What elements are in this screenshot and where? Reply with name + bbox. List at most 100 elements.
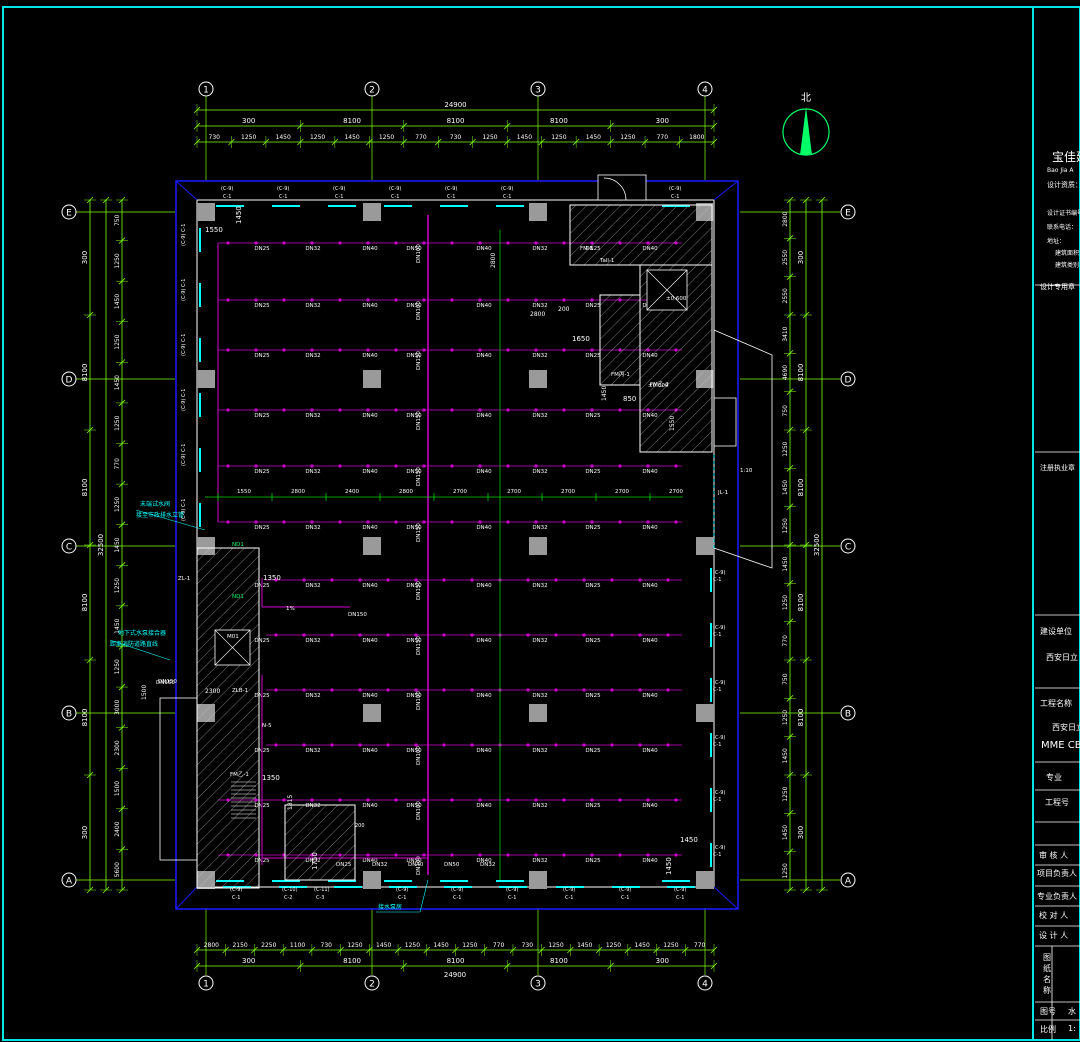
- sprinkler-head: [366, 348, 370, 352]
- room-hatch: [569, 204, 713, 266]
- axis-bubble: [840, 204, 856, 220]
- column: [696, 537, 714, 555]
- dimension-label: 730: [450, 134, 462, 141]
- column: [696, 704, 714, 722]
- sprinkler-head: [666, 743, 670, 747]
- dimension-label: 730: [209, 134, 221, 141]
- sprinkler-head: [422, 464, 426, 468]
- dimension-label: 5600: [114, 862, 121, 877]
- axis-label: 1: [203, 980, 209, 990]
- sprinkler-head: [534, 408, 538, 412]
- tb-approve: 审 核 人: [1039, 851, 1069, 860]
- pipe-size-label: DN150: [348, 612, 367, 618]
- sprinkler-head: [590, 348, 594, 352]
- column: [363, 537, 381, 555]
- column: [696, 871, 714, 889]
- pipe-size-label: DN32: [532, 353, 547, 359]
- tb-row4: 建筑面积: [1055, 250, 1080, 257]
- sprinkler-head: [526, 688, 530, 692]
- annotation-text: 2800: [490, 253, 497, 268]
- dimension-label: 1250: [663, 942, 678, 949]
- sprinkler-head: [478, 464, 482, 468]
- dimension-label: 2800: [782, 211, 789, 226]
- dimension-label: 1100: [290, 942, 305, 949]
- annotation-text: (C-9): [445, 186, 457, 192]
- annotation-text: 1550: [669, 416, 676, 431]
- pipe-size-label: DN40: [362, 469, 378, 475]
- column: [529, 704, 547, 722]
- dimension-label: 1450: [586, 134, 601, 141]
- dimension-label: 1450: [782, 825, 789, 840]
- column: [197, 370, 215, 388]
- sprinkler-head: [282, 298, 286, 302]
- sprinkler-head: [414, 633, 418, 637]
- green-dim-label: 2700: [615, 489, 629, 495]
- sprinkler-head: [226, 241, 230, 245]
- pipe-size-label: DN40: [642, 638, 658, 644]
- sprinkler-head: [282, 464, 286, 468]
- annotation-text: C-1: [713, 797, 721, 803]
- sprinkler-head: [254, 520, 258, 524]
- column: [197, 203, 215, 221]
- axis-label: D: [845, 376, 852, 386]
- annotation-text: 200: [355, 823, 365, 829]
- sprinkler-head: [450, 241, 454, 245]
- pipe-size-label: DN25: [585, 858, 601, 864]
- sprinkler-head: [358, 633, 362, 637]
- annotation-text: ±0.600: [666, 296, 687, 302]
- elevator-x: [214, 629, 251, 666]
- axis-label: 1: [203, 86, 209, 96]
- sprinkler-head: [646, 798, 650, 802]
- sprinkler-head: [554, 743, 558, 747]
- sprinkler-head: [590, 298, 594, 302]
- annotation-text: (C-9): [506, 887, 518, 893]
- dimension-label: 1250: [347, 942, 362, 949]
- pipe-size-label: DN25: [585, 469, 601, 475]
- dimension-label: 730: [522, 942, 534, 949]
- sprinkler-head: [442, 633, 446, 637]
- sprinkler-head: [638, 578, 642, 582]
- annotation-text: 1%: [286, 606, 295, 612]
- wall-corner: [175, 180, 198, 201]
- dimension-label: 1450: [782, 480, 789, 495]
- dimension-label: 8100: [797, 594, 805, 612]
- dimension-label: 8100: [343, 117, 361, 125]
- pipe-size-label: DN25: [585, 803, 601, 809]
- annotation-text: C-1: [713, 577, 721, 583]
- pipe-size-label: DN25: [585, 583, 601, 589]
- dimension-label: 1250: [114, 578, 121, 593]
- sprinkler-head: [450, 408, 454, 412]
- annotation-text: ND1: [232, 542, 244, 548]
- main-pipe-label: DN150: [416, 411, 422, 430]
- tb-project-label: 工程名称: [1040, 699, 1072, 708]
- axis-bubble: [697, 975, 713, 991]
- axis-label: B: [66, 710, 72, 720]
- core-rooms: [159, 177, 737, 889]
- pipe-size-label: DN40: [362, 525, 378, 531]
- main-pipe-label: DN100: [416, 691, 422, 710]
- pipe-size-label: DN32: [532, 413, 547, 419]
- sprinkler-head: [618, 520, 622, 524]
- axis-label: 2: [369, 86, 375, 96]
- pipe-size-label: DN40: [642, 469, 658, 475]
- drawing-frame: [2, 6, 1080, 1041]
- sprinkler-head: [638, 688, 642, 692]
- pipe-size-label: DN40: [362, 638, 378, 644]
- dimension-label: 2250: [261, 942, 276, 949]
- dimension-label: 1450: [276, 134, 291, 141]
- main-pipe-label: DN150: [416, 351, 422, 370]
- annotation-text: 1750: [311, 852, 319, 870]
- dimension-label: 32500: [97, 534, 105, 556]
- sprinkler-head: [666, 688, 670, 692]
- dimension-label: 32500: [813, 534, 821, 556]
- annotation-text: 距离消防道路直线: [110, 640, 158, 648]
- sprinkler-head: [274, 578, 278, 582]
- tb-design: 设 计 人: [1039, 931, 1069, 940]
- pipe-size-label: DN40: [642, 693, 658, 699]
- annotation-text: FM乙-2: [650, 381, 669, 388]
- annotation-text: FM乙-1: [230, 771, 249, 778]
- pipe-size-label: DN40: [408, 862, 424, 868]
- dimension-label: 1250: [620, 134, 635, 141]
- annotation-text: 1350: [262, 774, 280, 782]
- dimension-label: 1250: [782, 441, 789, 456]
